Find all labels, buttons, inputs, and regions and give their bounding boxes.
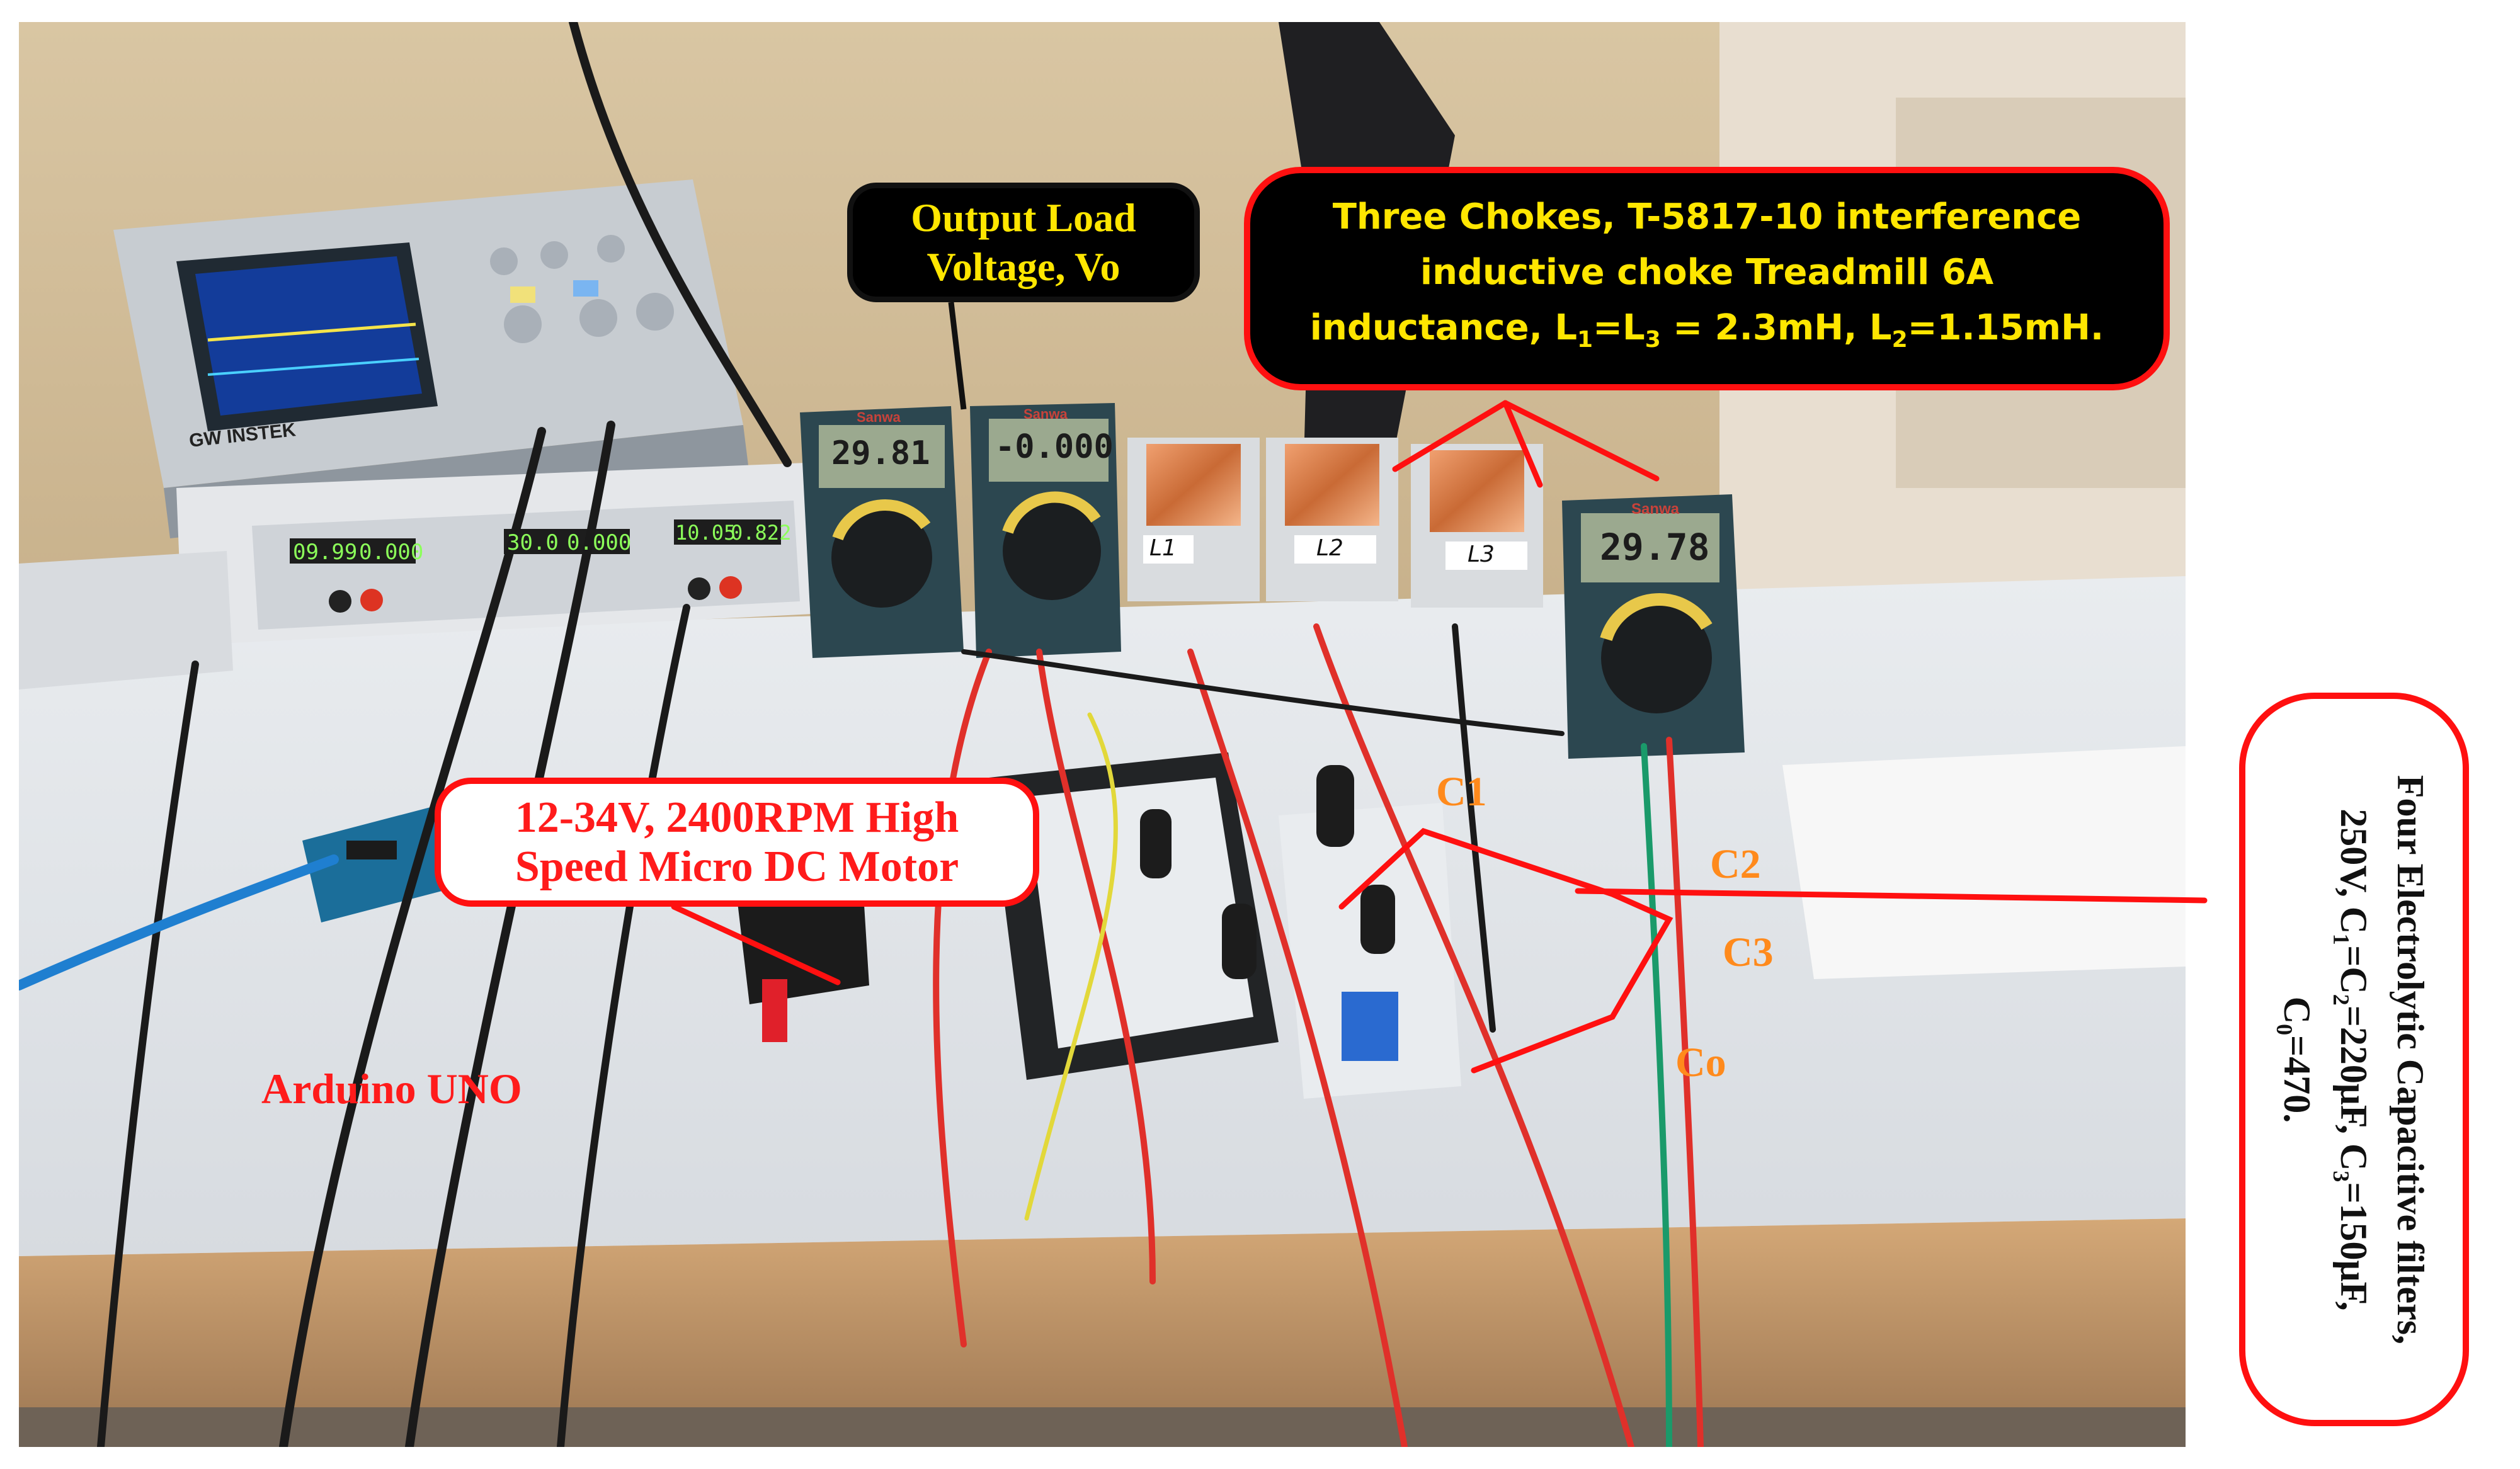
chokes-leader-2 — [1502, 400, 1543, 488]
co-label: Co — [1675, 1040, 1726, 1086]
choke-l1-tag: L1 — [1149, 535, 1177, 561]
motor-leader — [671, 904, 841, 985]
chokes-line3-eq: =L — [1593, 307, 1645, 348]
chokes-line3-part-a: inductance, L — [1309, 307, 1578, 348]
filters-line3: C₀=470. — [2276, 996, 2318, 1123]
psu3-voltage: 10.05 — [675, 521, 736, 545]
chokes-line3-val2: =1.15mH. — [1907, 307, 2104, 348]
chokes-sub-3: 3 — [1645, 327, 1661, 353]
chokes-sub-1: 1 — [1577, 327, 1594, 353]
filters-leader — [1575, 888, 2208, 904]
motor-callout: 12-34V, 2400RPM High Speed Micro DC Moto… — [435, 778, 1039, 907]
motor-line1: 12-34V, 2400RPM High — [515, 793, 959, 842]
chokes-sub-2: 2 — [1891, 327, 1908, 353]
lab-photo: 29.81 -0.000 29.78 09.99 0.000 30.0 0.00… — [19, 22, 2186, 1447]
output-voltage-leader — [948, 302, 967, 410]
output-voltage-callout: Output Load Voltage, Vo — [847, 183, 1200, 302]
motor-line2: Speed Micro DC Motor — [515, 842, 959, 891]
paper-sheets — [1782, 746, 2186, 979]
chokes-leader-1 — [1392, 400, 1508, 472]
choke-l2-tag: L2 — [1316, 535, 1343, 561]
filters-rotated-text: Four Electrolytic Capacitive filters, 25… — [2269, 774, 2439, 1344]
output-voltage-text: Output Load Voltage, Vo — [911, 195, 1136, 289]
chokes-line2: inductive choke Treadmill 6A — [1420, 251, 1994, 293]
c3-label: C3 — [1723, 929, 1774, 975]
psu3-current: 0.822 — [731, 521, 792, 545]
meter2-readout: -0.000 — [995, 428, 1114, 466]
chokes-line3-val1: = 2.3mH, L — [1660, 307, 1892, 348]
cables — [19, 22, 1704, 1447]
capacitor-path — [1338, 827, 1673, 1074]
meter1-brand: Sanwa — [857, 409, 901, 425]
multimeters — [800, 403, 1745, 759]
filters-line2: 250V, C₁=C₂=220μF, C₃=150μF, — [2333, 808, 2375, 1311]
filters-line1: Four Electrolytic Capacitive filters, — [2390, 774, 2432, 1344]
c1-label: C1 — [1436, 769, 1487, 815]
c2-label: C2 — [1710, 841, 1761, 887]
chokes-leader-3 — [1502, 400, 1660, 482]
psu1-current: 0.000 — [359, 540, 424, 565]
floor — [19, 1407, 2186, 1447]
chokes-line3: inductance, L1=L3 = 2.3mH, L2=1.15mH. — [1310, 300, 2104, 368]
meter3-brand: Sanwa — [1631, 501, 1680, 518]
desk-edge — [19, 1218, 2186, 1447]
meter2-brand: Sanwa — [1023, 406, 1068, 422]
psu2-current: 0.000 — [567, 530, 632, 555]
lab-scene — [19, 22, 2186, 1447]
chokes-callout: Three Chokes, T-5817-10 interference ind… — [1244, 167, 2170, 390]
power-supplies — [19, 463, 812, 689]
meter1-readout: 29.81 — [831, 434, 930, 472]
psu1-voltage: 09.99 — [293, 540, 358, 565]
arduino-label: Arduino UNO — [261, 1065, 522, 1113]
psu2-voltage: 30.0 — [507, 530, 559, 555]
meter3-readout: 29.78 — [1600, 526, 1710, 569]
choke-l3-tag: L3 — [1468, 542, 1495, 567]
filters-callout: Four Electrolytic Capacitive filters, 25… — [2239, 693, 2469, 1426]
breadboard — [989, 752, 1461, 1099]
chokes — [1127, 438, 1543, 608]
chokes-line1: Three Chokes, T-5817-10 interference — [1332, 196, 2082, 237]
